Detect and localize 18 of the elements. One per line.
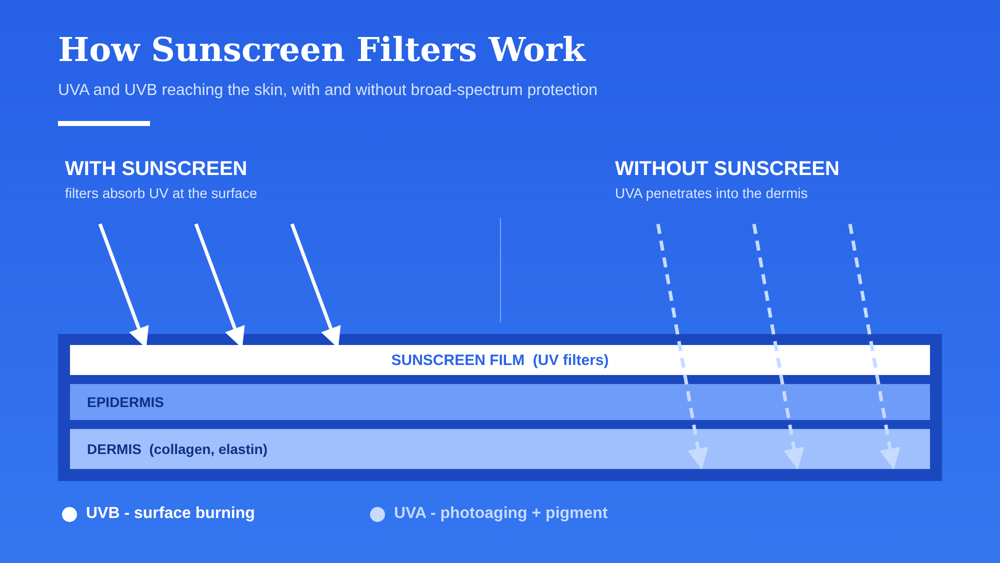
section-heading: WITHOUT SUNSCREEN — [615, 158, 840, 181]
title: How Sunscreen Filters Work — [58, 30, 586, 69]
epidermis-layer — [70, 384, 930, 420]
layer-label: SUNSCREEN FILM (UV filters) — [391, 352, 609, 368]
layer-label: EPIDERMIS — [87, 394, 164, 410]
skin-panel — [58, 334, 942, 481]
arrow — [752, 224, 804, 470]
subtitle: UVA and UVB reaching the skin, with and without broad-spectrum protection — [58, 82, 598, 100]
legend-label: UVB - surface burning — [86, 505, 255, 523]
legend-label: UVA - photoaging + pigment — [394, 505, 608, 523]
section-heading: WITH SUNSCREEN — [65, 158, 248, 181]
dermis-layer — [70, 429, 930, 469]
film-layer — [70, 345, 930, 375]
section-note: UVA penetrates into the dermis — [615, 185, 808, 201]
arrow — [656, 224, 708, 470]
arrow — [848, 224, 900, 470]
section-note: filters absorb UV at the surface — [65, 185, 258, 201]
layer-label: DERMIS (collagen, elastin) — [87, 441, 268, 457]
